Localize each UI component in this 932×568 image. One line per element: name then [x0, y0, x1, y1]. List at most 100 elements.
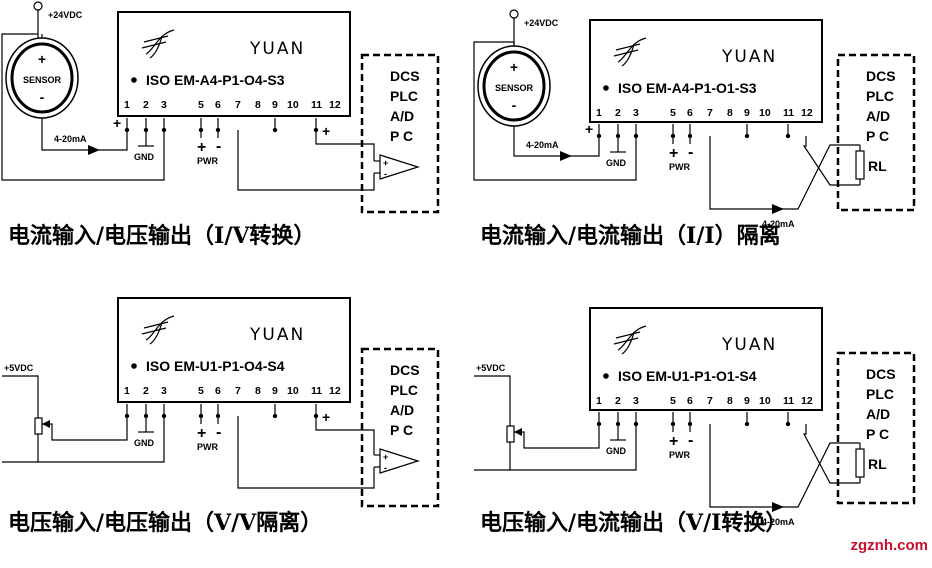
pin-number: 5	[670, 107, 676, 119]
pwr-minus: -	[216, 138, 221, 155]
arrow-icon	[772, 204, 784, 214]
pwr-plus: +	[669, 433, 678, 450]
logo-stroke	[615, 43, 641, 51]
logo-icon	[613, 325, 647, 355]
gnd-label: GND	[606, 158, 627, 168]
junction-dot	[785, 133, 791, 139]
signal-wire	[513, 126, 600, 157]
signal-wire	[41, 118, 128, 151]
sensor-plus: +	[38, 51, 46, 67]
amp-minus: -	[384, 169, 387, 179]
dcs-label: A/D	[390, 108, 414, 124]
sensor-ring	[10, 42, 74, 114]
dcs-label: A/D	[390, 402, 414, 418]
wire	[2, 375, 39, 418]
logo-stroke	[145, 315, 175, 341]
pin-number: 10	[287, 99, 299, 111]
output-wire	[802, 136, 860, 186]
model-number: ISO EM-U1-P1-O4-S4	[146, 358, 285, 374]
sensor-label: SENSOR	[23, 75, 62, 85]
output-plus: +	[322, 123, 330, 139]
supply-label: +5VDC	[4, 363, 34, 373]
junction-dot	[744, 421, 750, 427]
pin-number: 7	[235, 385, 241, 397]
logo-stroke	[149, 321, 163, 345]
logo-stroke	[613, 49, 639, 57]
logo-icon	[141, 29, 175, 59]
module-box	[117, 11, 351, 117]
load-resistor-icon	[855, 448, 865, 478]
dcs-label: PLC	[390, 382, 418, 398]
logo-stroke	[149, 35, 163, 59]
pin-number: 2	[615, 395, 621, 407]
output-minus-wire	[237, 130, 375, 191]
sensor-plus: +	[510, 59, 518, 75]
return-wire	[473, 41, 637, 181]
dcs-device-box	[360, 53, 440, 214]
wire	[2, 434, 39, 463]
rl-label: RL	[868, 456, 887, 472]
pwr-minus: -	[688, 432, 693, 449]
logo-stroke	[141, 327, 167, 335]
pin-number: 6	[687, 107, 693, 119]
logo-stroke	[615, 331, 641, 339]
pin-number: 3	[161, 99, 167, 111]
wiper-arrow-icon	[514, 428, 522, 436]
dcs-device-box	[836, 53, 916, 212]
logo-stroke	[145, 29, 175, 55]
brand-name: YUAN	[249, 39, 305, 59]
panel-caption: 电流输入/电流输出（I/I）隔离	[480, 223, 781, 249]
pin-number: 8	[255, 385, 261, 397]
pin-number: 8	[727, 107, 733, 119]
gnd-label: GND	[134, 152, 155, 162]
logo-stroke	[613, 337, 639, 345]
arrow-icon	[560, 151, 572, 161]
dcs-label: DCS	[390, 68, 420, 84]
pin-number: 11	[783, 107, 794, 119]
bullet-dot	[131, 363, 137, 369]
junction-dot	[272, 127, 278, 133]
dcs-label: A/D	[866, 406, 890, 422]
pwr-plus: +	[669, 145, 678, 162]
wire	[474, 375, 511, 426]
signal-wire	[514, 424, 600, 449]
dcs-label: P C	[866, 426, 889, 442]
model-number: ISO EM-U1-P1-O1-S4	[618, 368, 757, 384]
pin-number: 8	[727, 395, 733, 407]
dcs-label: PLC	[390, 88, 418, 104]
supply-terminal-icon	[509, 9, 519, 19]
pin-number: 9	[272, 99, 278, 111]
panel-caption: 电压输入/电压输出（V/V隔离）	[8, 510, 322, 536]
brand-name: YUAN	[721, 335, 777, 355]
module-box	[589, 19, 823, 123]
pwr-minus: -	[688, 144, 693, 161]
amplifier-icon	[379, 448, 420, 474]
junction-dot	[744, 133, 750, 139]
signal-wire	[42, 416, 128, 441]
potentiometer-icon	[506, 425, 515, 443]
pin-number: 1	[124, 99, 130, 111]
pwr-minus: -	[216, 424, 221, 441]
pin-number: 3	[633, 395, 639, 407]
pin-number: 1	[124, 385, 130, 397]
dcs-label: PLC	[866, 88, 894, 104]
output-signal-label: 4-20mA	[762, 517, 795, 527]
pin-number: 2	[143, 385, 149, 397]
pin-number: 8	[255, 99, 261, 111]
pwr-label: PWR	[197, 442, 218, 452]
pin-number: 6	[687, 395, 693, 407]
pin-number: 6	[215, 385, 221, 397]
gnd-label: GND	[134, 438, 155, 448]
logo-stroke	[143, 35, 169, 43]
supply-label: +24VDC	[524, 18, 559, 28]
logo-icon	[613, 37, 647, 67]
pin-number: 1	[596, 395, 602, 407]
output-plus: +	[322, 409, 330, 425]
pin-number: 10	[759, 395, 771, 407]
logo-stroke	[143, 321, 169, 329]
supply-label: +24VDC	[48, 10, 83, 20]
